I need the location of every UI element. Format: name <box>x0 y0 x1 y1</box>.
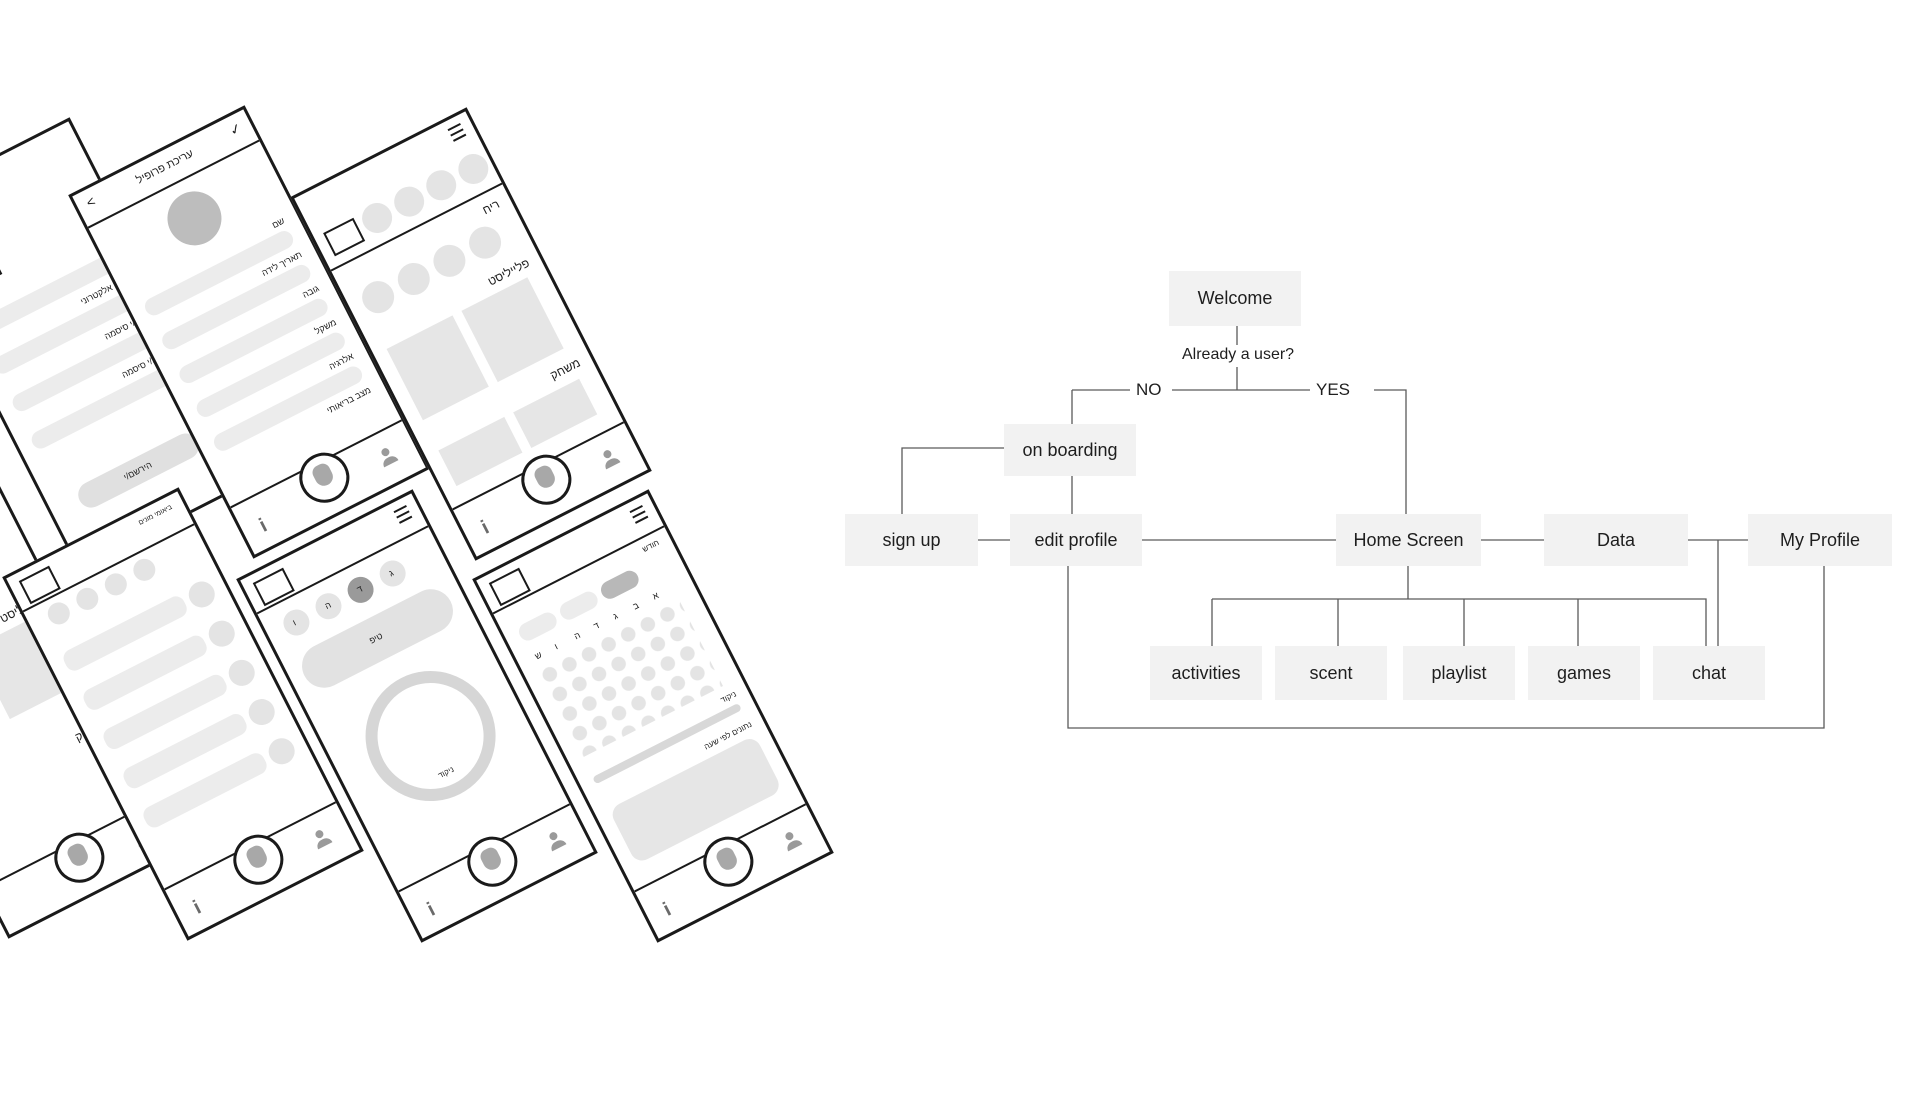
node-welcome: Welcome <box>1169 271 1301 326</box>
node-games: games <box>1528 646 1640 700</box>
node-chat: chat <box>1653 646 1765 700</box>
node-data: Data <box>1544 514 1688 566</box>
node-my-profile: My Profile <box>1748 514 1892 566</box>
node-signup: sign up <box>845 514 978 566</box>
label-no: NO <box>1130 380 1168 400</box>
node-onboarding: on boarding <box>1004 424 1136 476</box>
node-scent: scent <box>1275 646 1387 700</box>
question-already-user: Already a user? <box>1180 346 1297 364</box>
node-edit-profile: edit profile <box>1010 514 1142 566</box>
label-yes: YES <box>1310 380 1357 400</box>
node-activities: activities <box>1150 646 1262 700</box>
node-home-screen: Home Screen <box>1336 514 1481 566</box>
node-playlist: playlist <box>1403 646 1515 700</box>
